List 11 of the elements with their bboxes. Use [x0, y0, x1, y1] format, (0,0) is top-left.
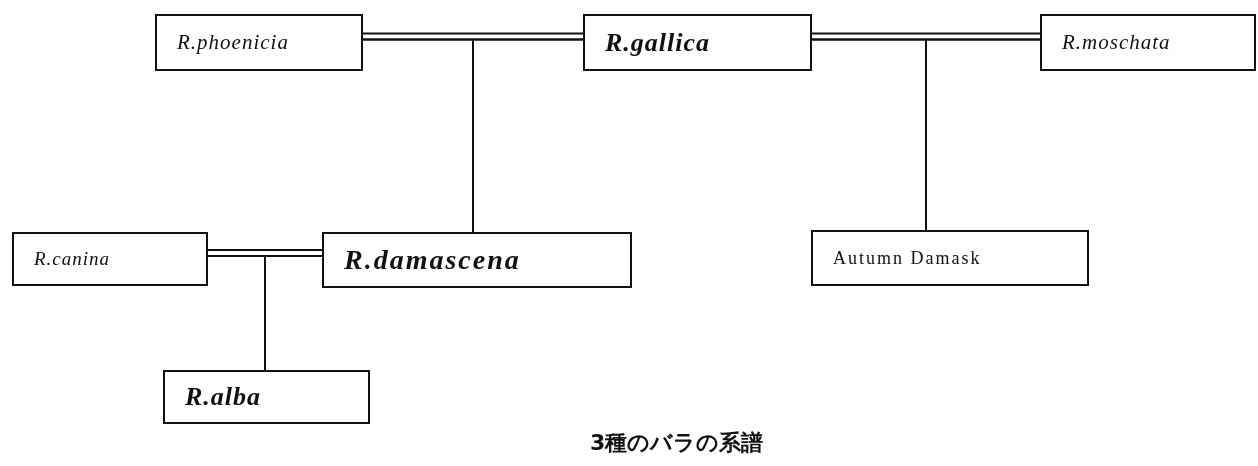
species-box: R.damascena [322, 232, 632, 288]
species-box: Autumn Damask [811, 230, 1089, 286]
caption: 3種のバラの系譜 [590, 429, 764, 457]
species-box: R.gallica [583, 14, 812, 71]
descent-line [207, 255, 323, 371]
species-box: R.moschata [1040, 14, 1256, 71]
species-box: R.canina [12, 232, 208, 286]
species-box: R.phoenicia [155, 14, 363, 71]
descent-line [362, 38, 584, 233]
species-box: R.alba [163, 370, 370, 424]
descent-line [811, 38, 1041, 231]
